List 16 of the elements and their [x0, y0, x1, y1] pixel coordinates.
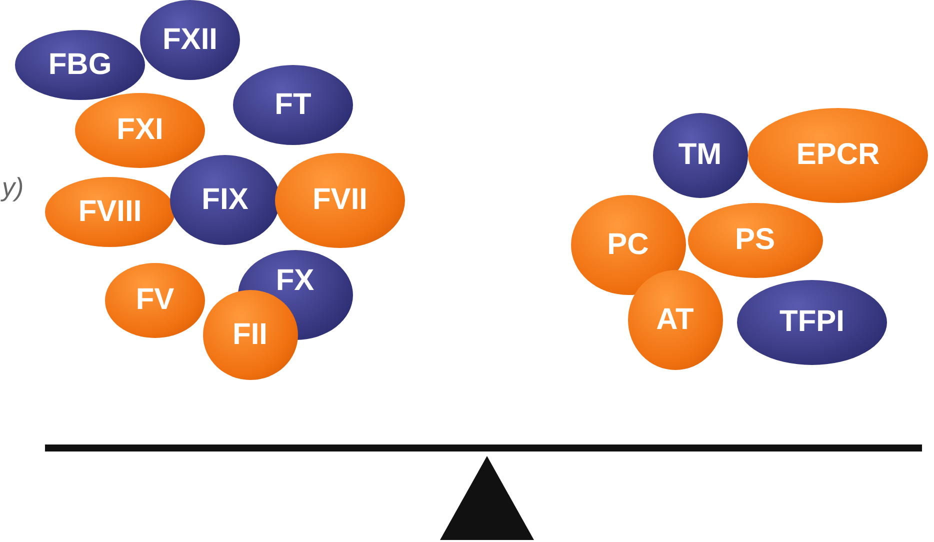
- protein-ellipse: PC: [570, 195, 686, 295]
- protein-ellipse: AT: [628, 270, 722, 370]
- protein-ellipse: FBG: [15, 30, 145, 100]
- protein-ellipse: EPCR: [748, 108, 928, 202]
- protein-ellipse: FXI: [75, 92, 205, 168]
- protein-ellipse: FV: [105, 262, 205, 338]
- note-text: y): [2, 172, 24, 203]
- protein-ellipse: FXII: [140, 0, 240, 80]
- protein-ellipse: PS: [688, 202, 822, 278]
- protein-ellipse: FIX: [170, 155, 280, 245]
- protein-ellipse: FVII: [275, 152, 405, 248]
- protein-ellipse: TM: [652, 112, 748, 198]
- protein-ellipse: FT: [233, 65, 353, 145]
- protein-ellipse: FVIII: [45, 177, 175, 247]
- protein-ellipse: TFPI: [737, 280, 887, 364]
- protein-ellipse: FII: [202, 290, 298, 380]
